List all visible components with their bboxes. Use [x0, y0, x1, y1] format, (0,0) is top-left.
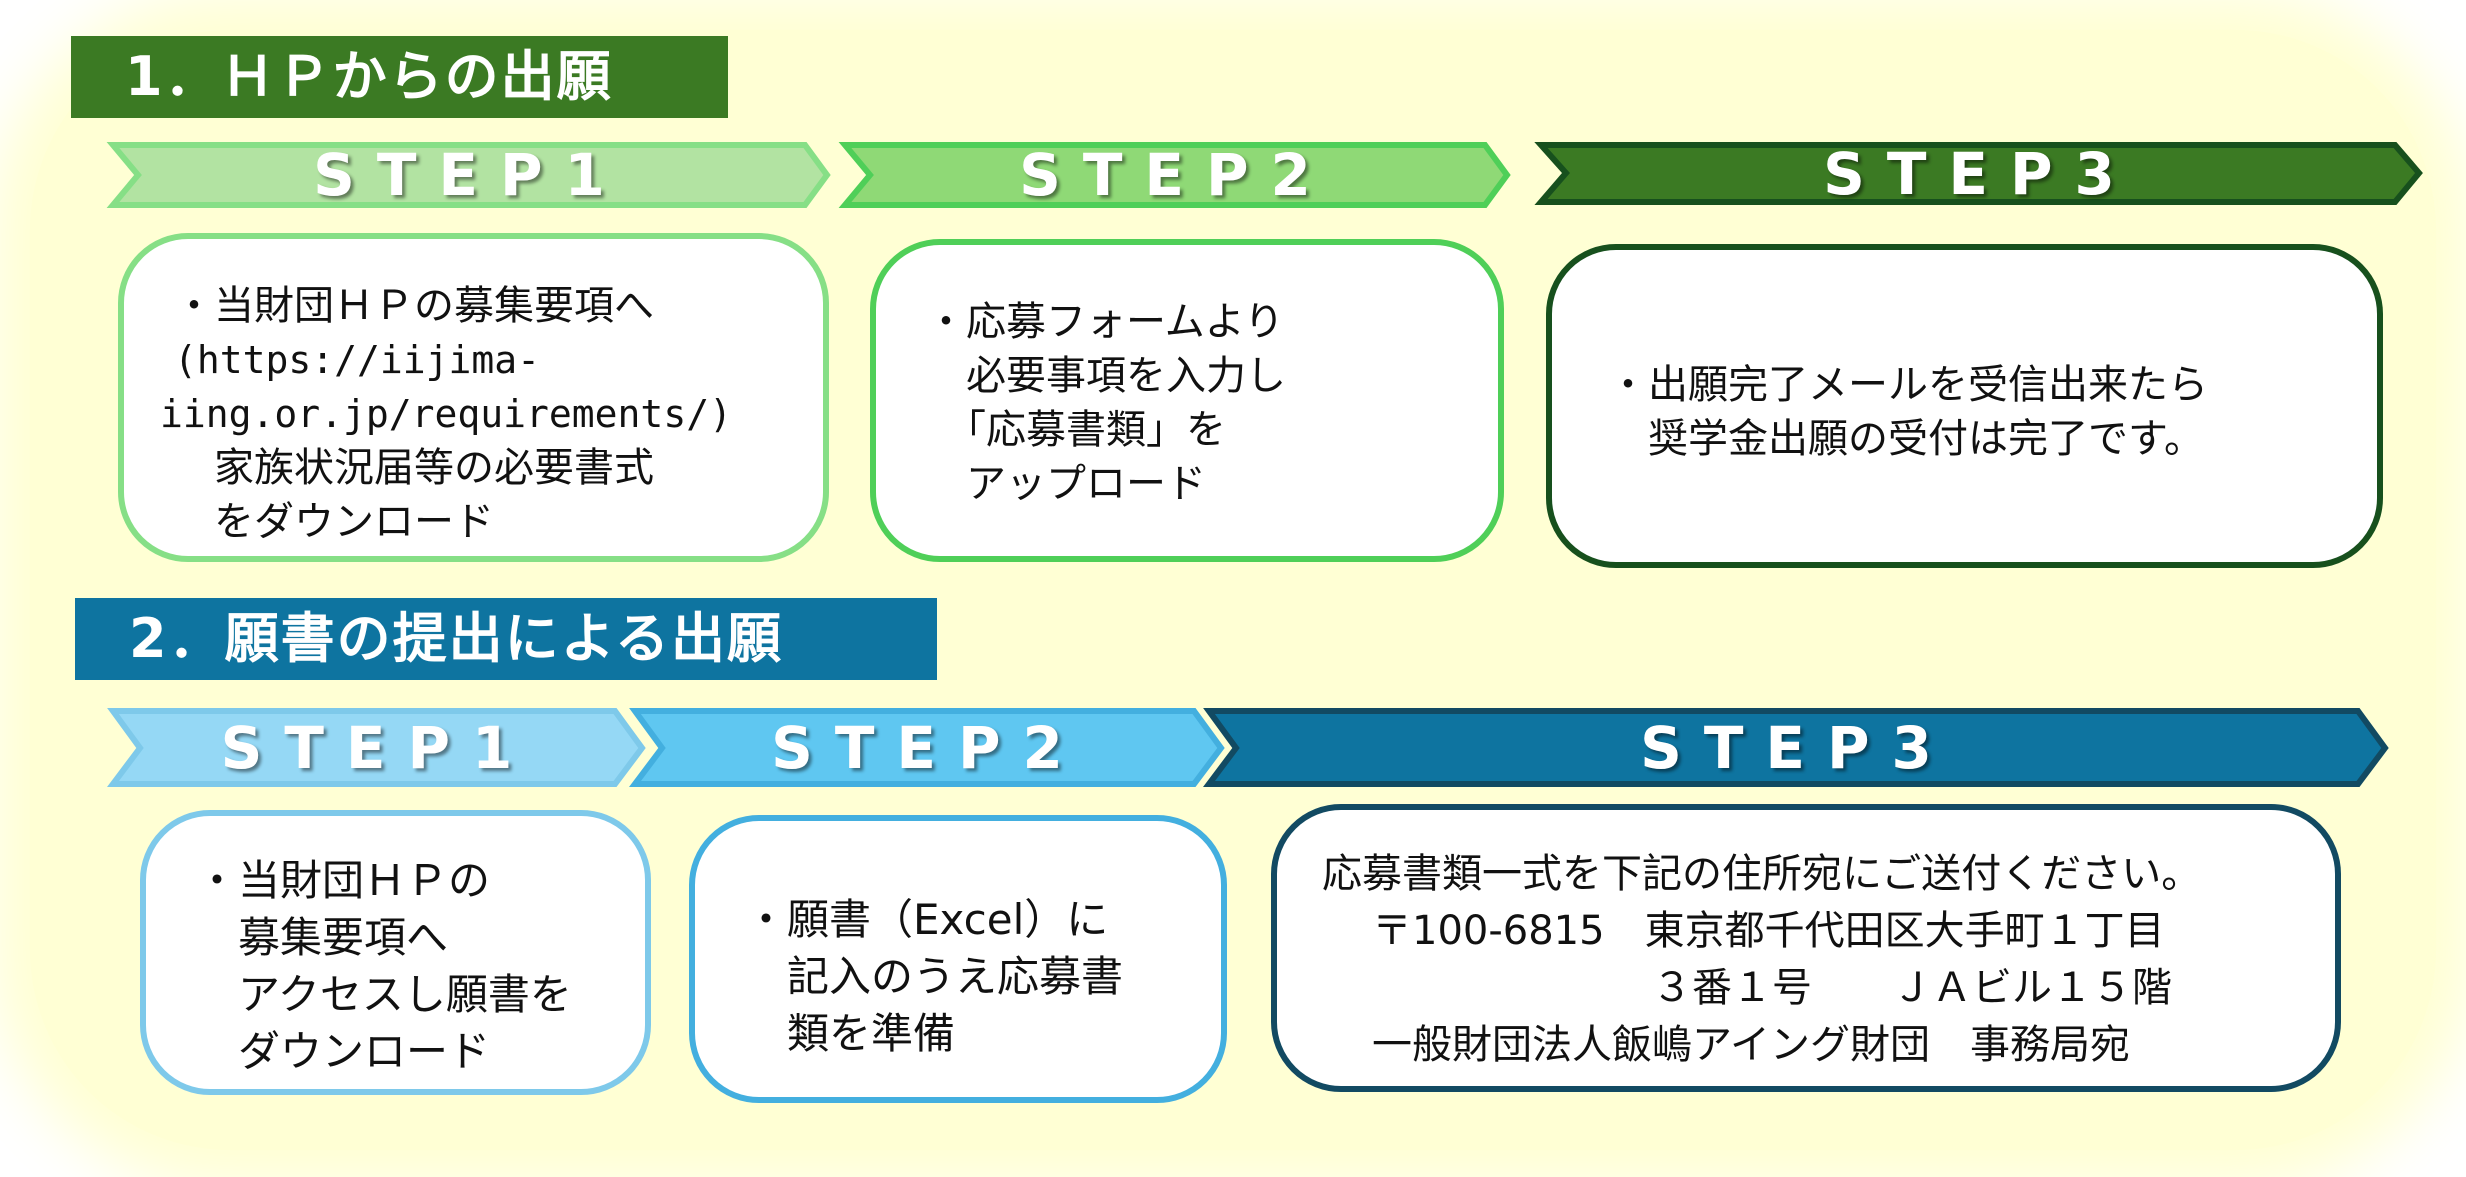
chevron-arrow-shape [107, 708, 646, 787]
chevron-arrow-shape [838, 142, 1511, 208]
address-line: 一般財団法人飯嶋アイング財団 事務局宛 [1372, 1022, 2130, 1068]
chevron-arrow-shape [1534, 142, 2423, 205]
step-label: STEP3 [1640, 713, 1954, 782]
text-line: 奨学金出願の受付は完了です。 [1608, 416, 2204, 462]
s2-step3-box: 応募書類一式を下記の住所宛にご送付ください。 〒100-6815 東京都千代田区… [1271, 804, 2341, 1092]
address-line: ３番１号 ＪＡビル１５階 [1372, 965, 2172, 1011]
s1-step2-box: ・応募フォームより 必要事項を入力し 「応募書類」を アップロード [870, 239, 1504, 562]
step-label: STEP2 [1019, 141, 1333, 209]
text-line: 家族状況届等の必要書式 [174, 445, 654, 491]
step-label: STEP3 [1823, 139, 2137, 208]
text-line: 「応募書類」を [926, 407, 1226, 453]
text-line: アップロード [926, 461, 1206, 507]
chevron-arrow-shape [106, 142, 831, 208]
s1-step3-arrow: STEP3 [1534, 139, 2423, 208]
url-line: (https://iijima- [174, 338, 541, 382]
text-line: ・出願完了メールを受信出来たら [1608, 362, 2208, 408]
s2-step1-arrow: STEP1 [107, 708, 646, 787]
s1-step2-arrow: STEP2 [838, 141, 1511, 209]
step-label: STEP1 [313, 141, 627, 209]
text-line: 記入のうえ応募書 [745, 952, 1124, 1001]
text-line: アクセスし願書を [196, 970, 572, 1019]
text-line: 募集要項へ [196, 913, 449, 962]
chevron-arrow-shape [629, 708, 1225, 787]
s1-step1-box: ・当財団ＨＰの募集要項へ (https://iijima- iing.or.jp… [118, 233, 829, 562]
section1-header: 1．ＨＰからの出願 [71, 36, 728, 118]
step-label: STEP1 [220, 713, 535, 782]
s2-step1-box: ・当財団ＨＰの 募集要項へ アクセスし願書を ダウンロード [140, 810, 651, 1095]
section1-title: 1．ＨＰからの出願 [125, 45, 613, 108]
section2-title: 2．願書の提出による出願 [129, 607, 783, 670]
s1-step1-arrow: STEP1 [106, 141, 831, 209]
text-line: 応募書類一式を下記の住所宛にご送付ください。 [1322, 851, 2202, 897]
text-line: 類を準備 [745, 1009, 956, 1058]
s2-step2-box: ・願書（Excel）に 記入のうえ応募書 類を準備 [689, 815, 1227, 1103]
step-label: STEP2 [771, 713, 1085, 782]
s2-step3-arrow: STEP3 [1203, 708, 2389, 787]
text-line: をダウンロード [174, 499, 494, 545]
text-line: ・応募フォームより [926, 299, 1284, 345]
url-line: iing.or.jp/requirements/) [160, 392, 732, 436]
text-line: ダウンロード [196, 1027, 491, 1076]
text-line: ・当財団ＨＰの募集要項へ [174, 283, 654, 329]
text-line: 必要事項を入力し [926, 353, 1286, 399]
text-line: ・願書（Excel）に [745, 895, 1109, 944]
text-line: ・当財団ＨＰの [196, 856, 491, 905]
s2-step2-arrow: STEP2 [629, 708, 1225, 787]
s1-step3-box: ・出願完了メールを受信出来たら 奨学金出願の受付は完了です。 [1546, 244, 2383, 568]
address-line: 〒100-6815 東京都千代田区大手町１丁目 [1372, 908, 2165, 954]
section2-header: 2．願書の提出による出願 [75, 598, 937, 680]
chevron-arrow-shape [1203, 708, 2389, 787]
